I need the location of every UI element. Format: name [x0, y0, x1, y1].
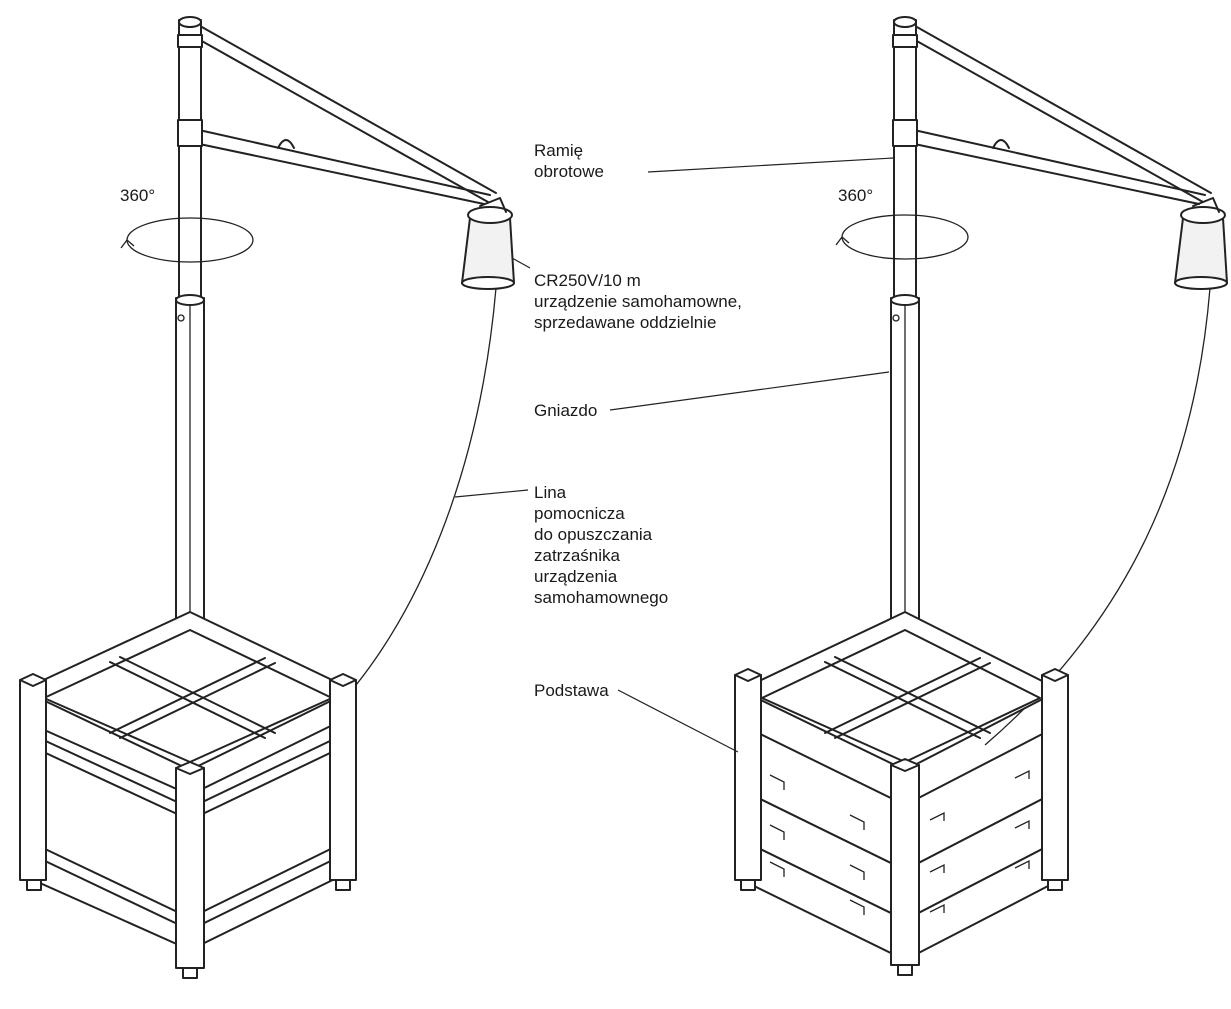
left-self-retracting-device [461, 197, 515, 290]
label-rotating-arm: Ramię obrotowe [534, 141, 604, 181]
left-mast-top [177, 16, 203, 301]
left-rotating-arm [189, 21, 497, 205]
right-rotation-indicator [835, 214, 969, 260]
right-mast-top [892, 16, 918, 301]
right-unit [734, 16, 1228, 976]
right-rotation-label: 360° [838, 186, 874, 205]
label-auxiliary-line: Lina pomocnicza do opuszczania zatrzaśni… [534, 483, 669, 607]
leader-lines [454, 157, 894, 753]
right-base [734, 611, 1069, 976]
left-unit [19, 16, 515, 979]
left-base [19, 611, 357, 979]
left-auxiliary-line [329, 287, 497, 716]
label-self-retracting-device: CR250V/10 m urządzenie samohamowne, sprz… [534, 271, 742, 332]
label-base: Podstawa [534, 681, 609, 700]
left-rotation-indicator [120, 217, 254, 263]
left-rotation-label: 360° [120, 186, 156, 205]
right-rotating-arm [904, 21, 1212, 205]
right-self-retracting-device [1174, 197, 1228, 290]
label-socket: Gniazdo [534, 401, 598, 420]
